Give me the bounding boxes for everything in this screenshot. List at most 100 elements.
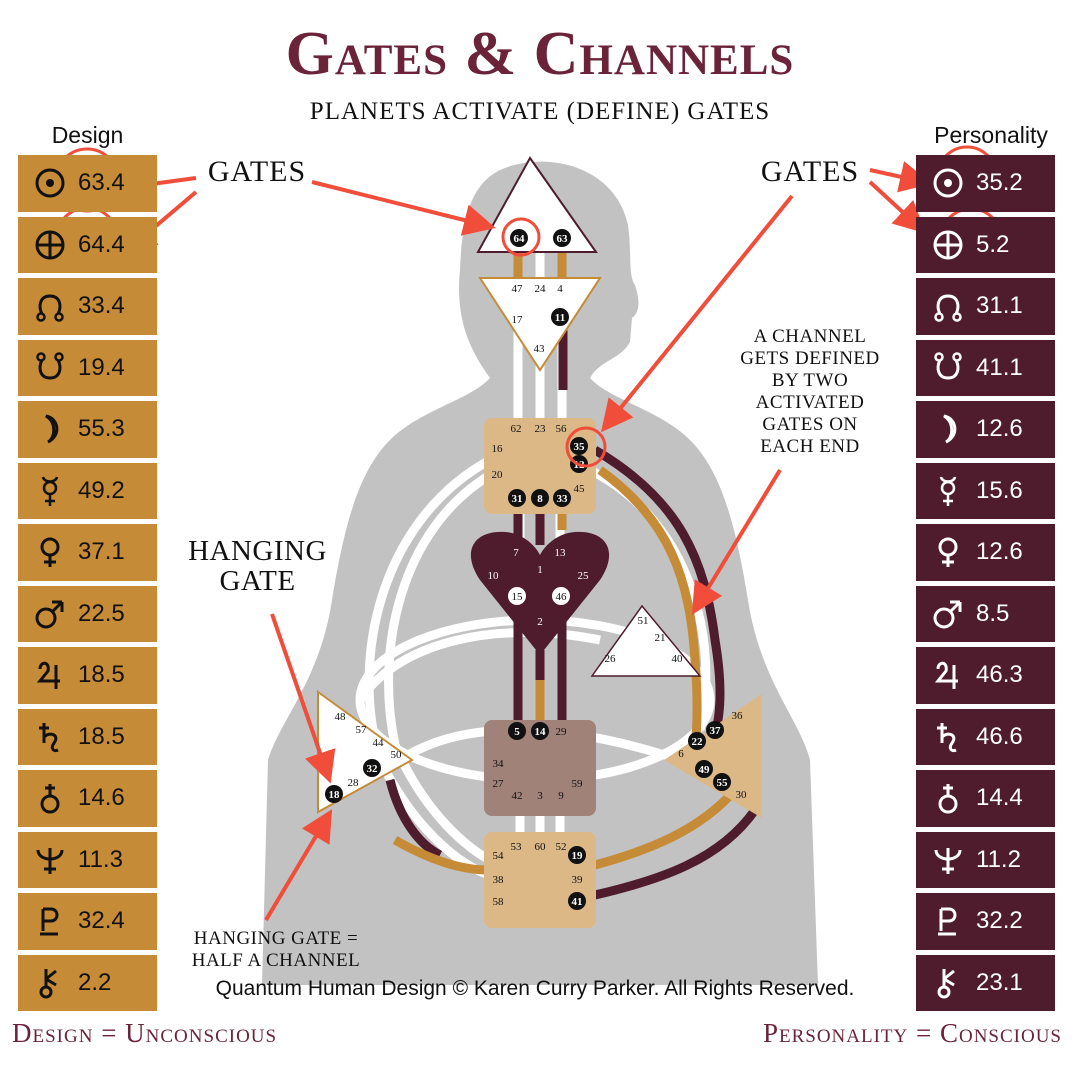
mars-icon [928,598,968,630]
gate-number: 22 [692,736,704,748]
gate-marker [508,722,526,740]
design-gate-value: 18.5 [78,661,125,689]
gate-marker [695,760,713,778]
page-title: Gates & Channels [285,20,795,88]
gate-number: 2 [537,616,543,628]
uranus-icon [928,782,968,814]
personality-gate-value: 35.2 [976,169,1023,197]
mars-icon [30,598,70,630]
gate-number: 42 [512,790,523,802]
gate-marker [552,587,570,605]
gate-number: 44 [373,737,385,749]
sacral-center [484,720,596,816]
design-gate-value: 63.4 [78,169,125,197]
personality-gate-value: 11.2 [976,845,1021,873]
gate-number: 40 [672,653,684,665]
channel-note-line: ACTIVATED [755,392,865,413]
gate-number: 63 [557,233,569,245]
gate-number: 6 [678,748,684,760]
design-gate-value: 2.2 [78,968,112,996]
personality-row: 15.6 [916,462,1055,519]
personality-heading: Personality [934,122,1048,148]
gate-number: 49 [699,764,711,776]
gate-number: 1 [537,564,543,576]
gate-number: 4 [557,283,563,295]
personality-row: 23.1 [916,954,1055,1011]
gate-number: 37 [710,725,722,737]
gate-marker [713,773,731,791]
channel-note-line: GETS DEFINED [740,348,880,369]
design-row: 49.2 [18,462,157,519]
gate-number: 16 [492,443,504,455]
gate-number: 41 [572,896,583,908]
gate-number: 30 [736,789,748,801]
earth-icon [928,229,968,261]
design-row: 64.4 [18,216,157,273]
gate-marker [508,489,526,507]
venus-icon [30,536,70,568]
chiron-icon [928,967,968,999]
gate-number: 50 [391,749,403,761]
moon-icon [928,413,968,445]
pluto-icon [928,905,968,937]
gate-number: 46 [556,591,568,603]
channel-note-line: BY TWO [771,370,849,391]
design-row: 11.3 [18,831,157,888]
gate-number: 29 [556,726,568,738]
design-gate-value: 37.1 [78,538,125,566]
gate-number: 31 [512,493,523,505]
gate-number: 27 [493,778,505,790]
design-gate-value: 19.4 [78,353,125,381]
gate-marker [688,732,706,750]
channel-note: A CHANNEL GETS DEFINED BY TWO ACTIVATED … [722,326,898,458]
design-row: 33.4 [18,278,157,335]
gate-number: 33 [557,493,569,505]
head-center [476,156,598,253]
channel-note-line: A CHANNEL [753,326,867,347]
footer-personality: Personality = Conscious [762,1018,1062,1048]
personality-gate-value: 46.3 [976,661,1023,689]
hanging-gate-label: HANGING GATE [180,536,335,596]
neptune-icon [30,844,70,876]
personality-row: 32.2 [916,893,1055,950]
sun-icon [30,167,70,199]
design-gate-value: 55.3 [78,415,125,443]
gate-number: 3 [537,790,543,802]
gate-number: 51 [638,615,649,627]
gate-marker [568,892,586,910]
hanging-gate-line-2: GATE [219,565,296,597]
footer-design: Design = Unconscious [12,1018,278,1048]
gate-number: 56 [556,423,568,435]
gate-number: 14 [535,726,547,738]
hanging-gate-line-1: HANGING [188,535,327,567]
personality-gate-value: 14.4 [976,784,1023,812]
gate-number: 53 [511,841,523,853]
personality-gate-value: 41.1 [976,353,1023,381]
copyright-notice: Quantum Human Design © Karen Curry Parke… [215,977,855,1000]
gate-number: 7 [513,547,519,559]
channel-note-line: EACH END [760,436,860,457]
design-row: 63.4 [18,155,157,212]
gate-marker [551,308,569,326]
north-node-icon [30,290,70,322]
personality-gate-value: 23.1 [976,968,1023,996]
gate-number: 10 [488,570,500,582]
design-gate-value: 14.6 [78,784,125,812]
personality-row: 31.1 [916,278,1055,335]
design-row: 32.4 [18,893,157,950]
gate-number: 54 [493,850,505,862]
gate-number: 39 [572,874,584,886]
personality-row: 35.2 [916,155,1055,212]
gate-number: 21 [655,632,666,644]
gate-number: 9 [558,790,564,802]
personality-row: 46.6 [916,708,1055,765]
uranus-icon [30,782,70,814]
page-subtitle: PLANETS ACTIVATE (DEFINE) GATES [309,98,771,125]
gate-marker [531,722,549,740]
design-gate-value: 32.4 [78,907,125,935]
personality-gate-value: 46.6 [976,722,1023,750]
gate-number: 59 [572,778,584,790]
